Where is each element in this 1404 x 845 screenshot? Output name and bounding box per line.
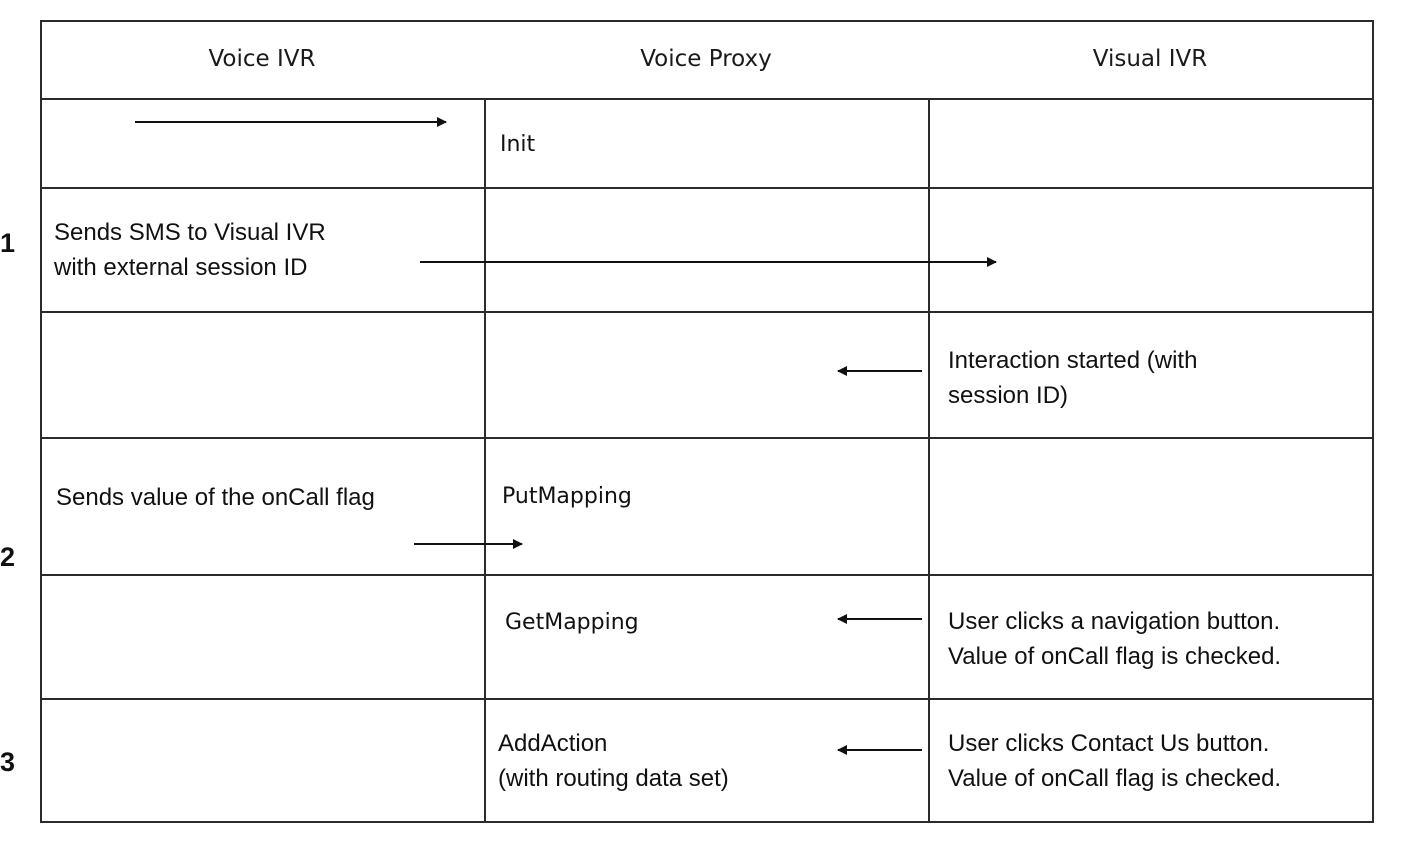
column-header-voice-proxy: Voice Proxy [640,46,772,72]
column-divider [928,98,930,823]
row-divider [40,574,1374,576]
row-divider [40,187,1374,189]
sends-sms-text-line2: with external session ID [54,254,308,281]
contact-us-click-text-line2: Value of onCall flag is checked. [948,765,1282,792]
sends-oncall-text: Sends value of the onCall flag [56,484,375,511]
column-header-voice-ivr: Voice IVR [208,46,316,72]
step-number-1: 1 [0,228,16,258]
interaction-started-text-line2: session ID) [948,382,1069,409]
row-divider [40,311,1374,313]
column-divider [484,98,486,823]
header-divider [40,98,1374,100]
row-divider [40,437,1374,439]
table-border-bottom [40,821,1374,823]
interaction-started-text-line1: Interaction started (with [948,347,1198,374]
row-divider [40,698,1374,700]
table-border-right [1372,20,1374,823]
putmapping-label: PutMapping [502,484,632,509]
step-number-3: 3 [0,747,16,777]
step-number-2: 2 [0,542,16,572]
sends-sms-text-line1: Sends SMS to Visual IVR [54,219,326,246]
addaction-text-line2: (with routing data set) [498,765,729,792]
navigation-click-text-line1: User clicks a navigation button. [948,608,1281,635]
column-header-visual-ivr: Visual IVR [1092,46,1208,72]
getmapping-label: GetMapping [505,610,639,635]
contact-us-click-text-line1: User clicks Contact Us button. [948,730,1270,757]
init-label: Init [500,132,536,157]
table-border-left [40,20,42,823]
sequence-table: Voice IVR Voice Proxy Visual IVR Init Se… [40,20,1374,823]
addaction-text-line1: AddAction [498,730,608,757]
table-border-top [40,20,1374,22]
navigation-click-text-line2: Value of onCall flag is checked. [948,643,1282,670]
